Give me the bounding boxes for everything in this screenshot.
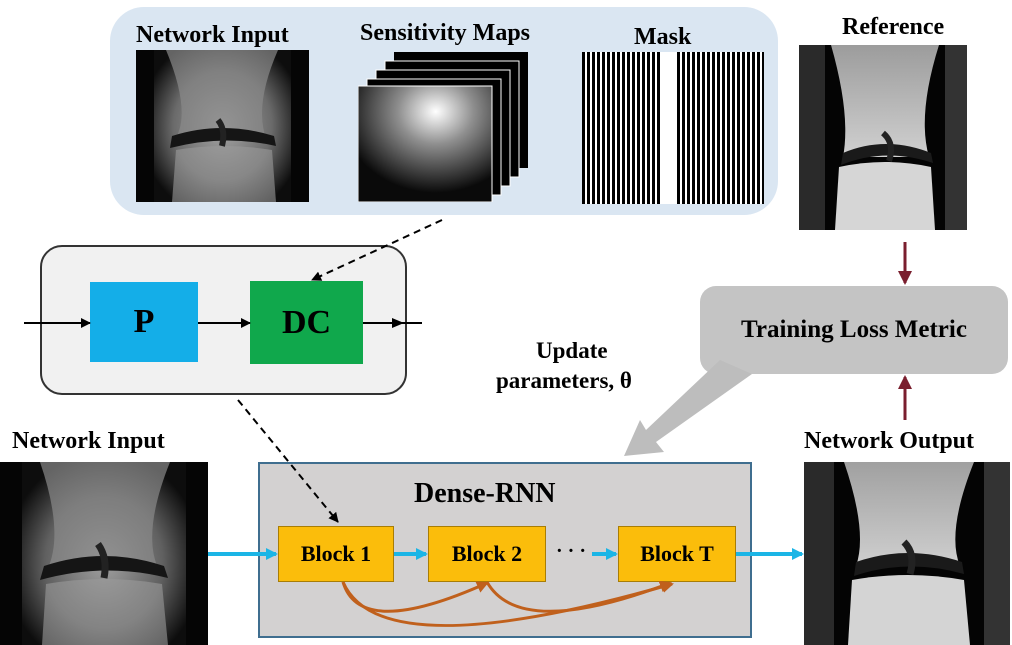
p-block-label: P — [133, 303, 155, 340]
rnn-ellipsis: · · · — [556, 540, 587, 562]
mask-center-gap — [661, 52, 676, 204]
sensitivity-maps-label: Sensitivity Maps — [360, 20, 531, 46]
rnn-block-t: Block T — [618, 526, 736, 582]
rnn-block-2-label: Block 2 — [451, 541, 523, 566]
rnn-block-t-label: Block T — [640, 541, 714, 566]
dc-block-label: DC — [281, 303, 332, 341]
network-output-label: Network Output — [804, 428, 975, 454]
network-output-image — [804, 462, 1010, 645]
rnn-block-2: Block 2 — [428, 526, 546, 582]
sensitivity-maps-stack — [357, 50, 530, 203]
network-input-label: Network Input — [12, 428, 165, 454]
rnn-block-1: Block 1 — [278, 526, 394, 582]
network-input-thumbnail — [136, 50, 309, 202]
mask-image — [582, 52, 764, 204]
p-block: P — [90, 282, 198, 362]
panel-network-input-label: Network Input — [136, 22, 289, 48]
panel-to-dc-dashed — [311, 219, 443, 281]
skip-block1-to-blockt — [341, 580, 674, 627]
update-parameters-arrow — [624, 360, 752, 456]
module-to-block1-dashed — [237, 399, 339, 523]
dc-output-arrowhead — [392, 318, 404, 328]
reference-label: Reference — [842, 14, 945, 40]
rnn-block-1-label: Block 1 — [300, 541, 372, 566]
training-loss-metric-label: Training Loss Metric — [741, 316, 967, 343]
dc-block: DC — [250, 281, 363, 364]
dense-rnn-title: Dense-RNN — [414, 478, 556, 509]
reference-image — [799, 45, 967, 230]
network-input-image — [0, 462, 208, 645]
update-label-line1: Update — [536, 338, 608, 363]
mask-label: Mask — [634, 24, 692, 50]
update-label-line2: parameters, θ — [496, 368, 632, 393]
training-loss-metric-box: Training Loss Metric — [700, 286, 1008, 374]
